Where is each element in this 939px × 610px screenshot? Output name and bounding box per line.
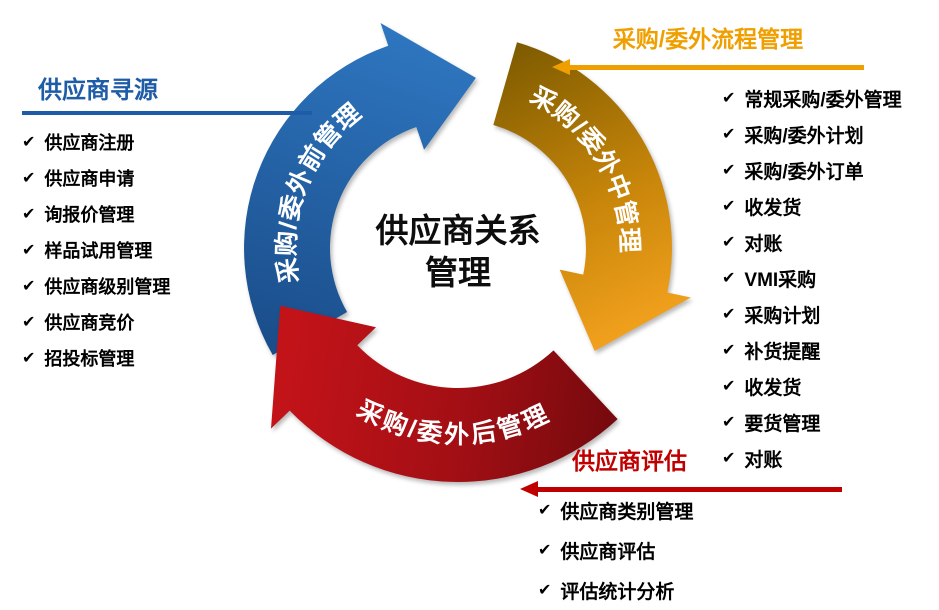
check-icon: ✔	[22, 314, 36, 331]
list-item: ✔ 补货提醒	[722, 332, 902, 368]
list-item: ✔ 供应商评估	[538, 530, 693, 570]
check-icon: ✔	[22, 134, 36, 151]
check-icon: ✔	[22, 206, 36, 223]
arrow-shaft	[538, 486, 842, 492]
check-icon: ✔	[722, 198, 736, 215]
list-item: ✔ 采购计划	[722, 296, 902, 332]
list-item: ✔ 收发货	[722, 368, 902, 404]
list-item: ✔ VMI采购	[722, 260, 902, 296]
item-label: 评估统计分析	[560, 581, 675, 603]
check-icon: ✔	[22, 278, 36, 295]
list-item: ✔ 对账	[722, 440, 902, 476]
item-label: 采购计划	[744, 305, 821, 327]
left-arrow-icon	[520, 481, 842, 497]
check-icon: ✔	[722, 126, 736, 143]
list-item: ✔ 要货管理	[722, 404, 902, 440]
check-icon: ✔	[722, 450, 736, 467]
check-icon: ✔	[722, 270, 736, 287]
process-list: ✔ 常规采购/委外管理 ✔ 采购/委外计划 ✔ 采购/委外订单 ✔ 收发货 ✔ 对账 ✔ V…	[722, 80, 902, 476]
item-label: 供应商级别管理	[44, 277, 171, 297]
item-label: 样品试用管理	[44, 241, 153, 261]
item-label: 供应商竞价	[44, 313, 135, 333]
check-icon: ✔	[722, 378, 736, 395]
list-item: ✔ 供应商级别管理	[22, 268, 322, 304]
list-item: ✔ 供应商竞价	[22, 304, 322, 340]
check-icon: ✔	[538, 582, 552, 599]
check-icon: ✔	[722, 414, 736, 431]
sourcing-title: 供应商寻源	[38, 77, 158, 104]
evaluation-header: 供应商评估	[520, 442, 842, 497]
list-item: ✔ 供应商类别管理	[538, 490, 693, 530]
sourcing-underline	[22, 111, 312, 115]
left-arrow-icon	[552, 59, 864, 75]
evaluation-title: 供应商评估	[572, 448, 687, 474]
item-label: 供应商评估	[560, 541, 656, 563]
arrow-mid-procurement	[493, 42, 691, 351]
list-item: ✔ 招投标管理	[22, 340, 322, 376]
list-item: ✔ 常规采购/委外管理	[722, 80, 902, 116]
check-icon: ✔	[538, 502, 552, 519]
item-label: 招投标管理	[44, 349, 135, 369]
check-icon: ✔	[722, 90, 736, 107]
item-label: 供应商类别管理	[560, 501, 694, 523]
check-icon: ✔	[722, 306, 736, 323]
list-item: ✔ 供应商注册	[22, 124, 322, 160]
check-icon: ✔	[22, 350, 36, 367]
center-title-line1: 供应商关系	[375, 212, 541, 249]
arrow-shaft	[570, 64, 864, 70]
item-label: 供应商申请	[44, 169, 135, 189]
check-icon: ✔	[22, 242, 36, 259]
item-label: 供应商注册	[44, 133, 135, 153]
check-icon: ✔	[722, 234, 736, 251]
list-item: ✔ 对账	[722, 224, 902, 260]
sourcing-list: ✔ 供应商注册 ✔ 供应商申请 ✔ 询报价管理 ✔ 样品试用管理 ✔ 供应商级别管理 ✔ 供…	[22, 124, 322, 376]
list-item: ✔ 供应商申请	[22, 160, 322, 196]
item-label: 补货提醒	[744, 341, 821, 363]
list-item: ✔ 评估统计分析	[538, 570, 693, 610]
item-label: 对账	[744, 449, 783, 471]
arrowhead-left	[552, 59, 570, 75]
item-label: 询报价管理	[44, 205, 135, 225]
sourcing-panel: 供应商寻源 ✔ 供应商注册 ✔ 供应商申请 ✔ 询报价管理 ✔ 样品试用管理 ✔ 供应商级…	[22, 70, 322, 376]
list-item: ✔ 询报价管理	[22, 196, 322, 232]
center-title-line2: 管理	[425, 254, 491, 291]
process-header: 采购/委外流程管理	[552, 20, 864, 75]
process-title: 采购/委外流程管理	[612, 26, 804, 52]
arrowhead-left	[520, 481, 538, 497]
diagram-center-title: 供应商关系 管理	[313, 210, 603, 294]
arrow-pre-procurement	[244, 23, 476, 355]
list-item: ✔ 采购/委外计划	[722, 116, 902, 152]
check-icon: ✔	[722, 342, 736, 359]
item-label: 收发货	[744, 197, 802, 219]
check-icon: ✔	[538, 542, 552, 559]
list-item: ✔ 样品试用管理	[22, 232, 322, 268]
list-item: ✔ 采购/委外订单	[722, 152, 902, 188]
check-icon: ✔	[722, 162, 736, 179]
item-label: 对账	[744, 233, 783, 255]
check-icon: ✔	[22, 170, 36, 187]
item-label: 收发货	[744, 377, 802, 399]
item-label: 要货管理	[744, 413, 821, 435]
item-label: 采购/委外计划	[744, 125, 864, 147]
item-label: 采购/委外订单	[744, 161, 864, 183]
arrow-post-procurement	[271, 305, 618, 482]
evaluation-list: ✔ 供应商类别管理 ✔ 供应商评估 ✔ 评估统计分析	[538, 490, 693, 610]
list-item: ✔ 收发货	[722, 188, 902, 224]
item-label: 常规采购/委外管理	[744, 89, 902, 111]
item-label: VMI采购	[744, 269, 817, 291]
